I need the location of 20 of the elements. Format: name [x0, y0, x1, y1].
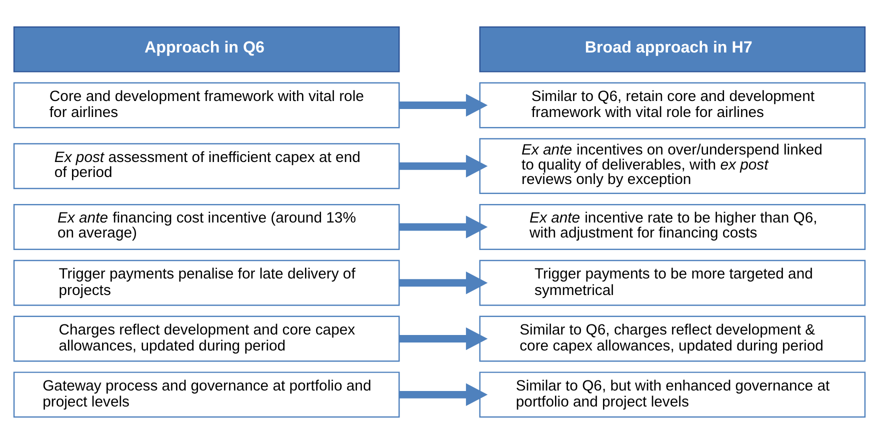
arrow	[399, 215, 488, 238]
node-box: Ex ante incentives on over/underspend linked to quality of deliverables, with ex post reviews only by exception	[479, 138, 866, 194]
node-box: Similar to Q6, retain core and development framework with vital role for airlines	[479, 82, 866, 128]
node-box: Similar to Q6, charges reflect development & core capex allowances, updated during period	[479, 315, 866, 362]
node-box: Ex post assessment of inefficient capex at end of period	[13, 142, 400, 189]
node-box: Ex ante incentive rate to be higher than Q6, with adjustment for financing costs	[479, 204, 866, 250]
arrow	[399, 270, 488, 294]
node-box: Broad approach in H7	[479, 26, 866, 72]
node-box: Gateway process and governance at portfolio and project levels	[13, 371, 400, 418]
arrow	[399, 326, 488, 350]
node-box: Core and development framework with vital role for airlines	[13, 82, 400, 128]
arrow	[399, 154, 488, 177]
node-box: Trigger payments to be more targeted and symmetrical	[479, 259, 866, 306]
node-box: Approach in Q6	[13, 26, 400, 72]
arrow	[399, 93, 488, 116]
node-box: Similar to Q6, but with enhanced governance at portfolio and project levels	[479, 371, 866, 418]
node-box: Ex ante financing cost incentive (around 13% on average)	[13, 204, 400, 250]
arrow	[399, 382, 488, 406]
node-box: Charges reflect development and core capex allowances, updated during period	[13, 315, 400, 362]
node-box: Trigger payments penalise for late delivery of projects	[13, 259, 400, 306]
